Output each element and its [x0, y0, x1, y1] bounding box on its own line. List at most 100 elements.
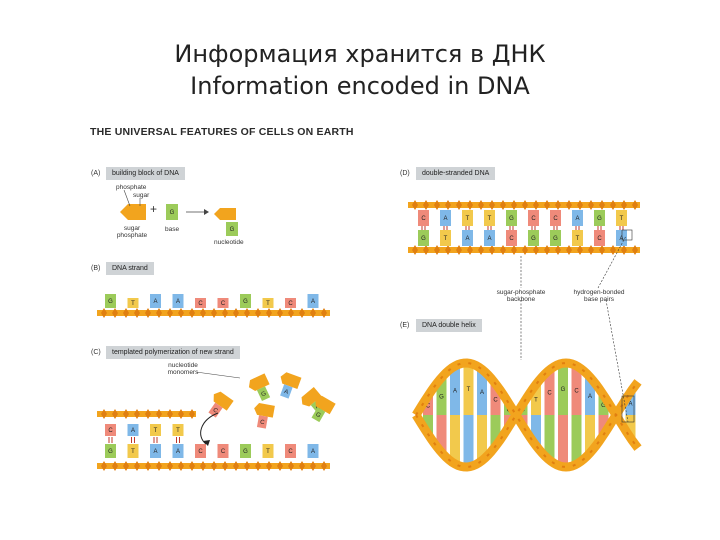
base-letter: A	[443, 216, 447, 222]
phosphate-node	[310, 308, 316, 318]
bottom-strand-base: A	[462, 230, 473, 246]
base-letter: G	[421, 236, 426, 242]
free-nucleotide: C	[251, 402, 275, 429]
base-letter: G	[597, 216, 602, 222]
bottom-strand-base: C	[594, 230, 605, 246]
phosphate-node	[489, 245, 495, 255]
base-pair-bond	[554, 226, 557, 230]
phosphate-node	[145, 461, 151, 471]
base-letter: A	[619, 236, 623, 242]
phosphate-node	[145, 308, 151, 318]
top-strand-base: A	[572, 210, 583, 226]
base-letter: A	[465, 236, 469, 242]
helix-base-letter: T	[467, 387, 471, 393]
helix-base	[464, 415, 474, 467]
bottom-strand-base: G	[418, 230, 429, 246]
bottom-strand-base: A	[484, 230, 495, 246]
base-letter: A	[153, 449, 157, 455]
phosphate-node	[255, 308, 261, 318]
phosphate-node	[632, 200, 638, 210]
phosphate-node	[310, 461, 316, 471]
base-letter: G	[108, 449, 113, 455]
strand-base: G	[240, 294, 251, 308]
helix-base-letter: G	[439, 394, 444, 400]
phosphate-node	[211, 308, 217, 318]
top-strand-base: T	[484, 210, 495, 226]
strand-base: G	[105, 294, 116, 308]
phosphate-node	[255, 461, 261, 471]
phosphate-node	[412, 245, 418, 255]
template-base: C	[285, 444, 296, 458]
phosphate-node	[101, 461, 107, 471]
phosphate-node	[577, 245, 583, 255]
phosphate-node	[211, 461, 217, 471]
base-letter: G	[108, 299, 113, 305]
phosphate-node	[566, 245, 572, 255]
template-base: A	[173, 444, 184, 458]
phosphate-node	[467, 200, 473, 210]
base-letter: C	[553, 216, 558, 222]
base-letter: G	[531, 236, 536, 242]
phosphate-node	[599, 200, 605, 210]
base-pair-bond	[109, 437, 112, 443]
base-letter: C	[509, 236, 514, 242]
top-strand-base: T	[462, 210, 473, 226]
base-pair-bond	[576, 226, 579, 230]
phosphate-node	[178, 308, 184, 318]
base-letter: A	[487, 236, 491, 242]
base-letter: A	[176, 449, 180, 455]
base-pair-bond	[532, 226, 535, 230]
bottom-strand-base: G	[528, 230, 539, 246]
base-letter: C	[421, 216, 426, 222]
template-base: T	[263, 444, 274, 458]
phosphate-node	[478, 200, 484, 210]
phosphate-node	[445, 200, 451, 210]
phosphate-node	[423, 245, 429, 255]
phosphate-node	[178, 461, 184, 471]
phosphate-node	[456, 245, 462, 255]
phosphate-node	[233, 308, 239, 318]
base-letter: A	[311, 299, 315, 305]
phosphate-node	[423, 200, 429, 210]
phosphate-pointer	[124, 190, 130, 206]
phosphate-node	[577, 200, 583, 210]
phosphate-node	[189, 409, 195, 419]
phosphate-node	[321, 308, 327, 318]
base-letter: C	[198, 449, 203, 455]
nucleotide-sugar	[214, 208, 236, 220]
phosphate-node	[555, 200, 561, 210]
base-letter: A	[176, 299, 180, 305]
base-pair-bond	[598, 226, 601, 230]
base-letter: A	[311, 449, 315, 455]
phosphate-node	[189, 308, 195, 318]
base-letter: A	[153, 299, 157, 305]
helix-base-letter: C	[574, 388, 579, 394]
phosphate-node	[167, 308, 173, 318]
base-letter: C	[597, 236, 602, 242]
helix-base	[558, 415, 568, 467]
top-strand-base: C	[528, 210, 539, 226]
phosphate-node	[145, 409, 151, 419]
strand-base: A	[173, 294, 184, 308]
free-sugar	[253, 402, 275, 417]
free-nucleotide: G	[246, 373, 274, 403]
phosphate-node	[544, 245, 550, 255]
base-letter: C	[288, 449, 293, 455]
template-base: C	[195, 444, 206, 458]
phosphate-node	[412, 200, 418, 210]
phosphate-node	[156, 308, 162, 318]
helix-base-letter: G	[561, 387, 566, 393]
phosphate-node	[288, 308, 294, 318]
bottom-strand-base: T	[440, 230, 451, 246]
phosphate-node	[610, 200, 616, 210]
top-strand-base: C	[550, 210, 561, 226]
phosphate-node	[156, 461, 162, 471]
base-letter: T	[266, 449, 270, 455]
panel-d-top-backbone	[408, 200, 640, 210]
phosphate-node	[123, 409, 129, 419]
phosphate-node	[434, 245, 440, 255]
monomer-pointer	[196, 372, 240, 378]
template-base: T	[128, 444, 139, 458]
helix-base-letter: A	[480, 390, 484, 396]
double-helix: CGATACGGTCGCAGA	[416, 363, 638, 467]
